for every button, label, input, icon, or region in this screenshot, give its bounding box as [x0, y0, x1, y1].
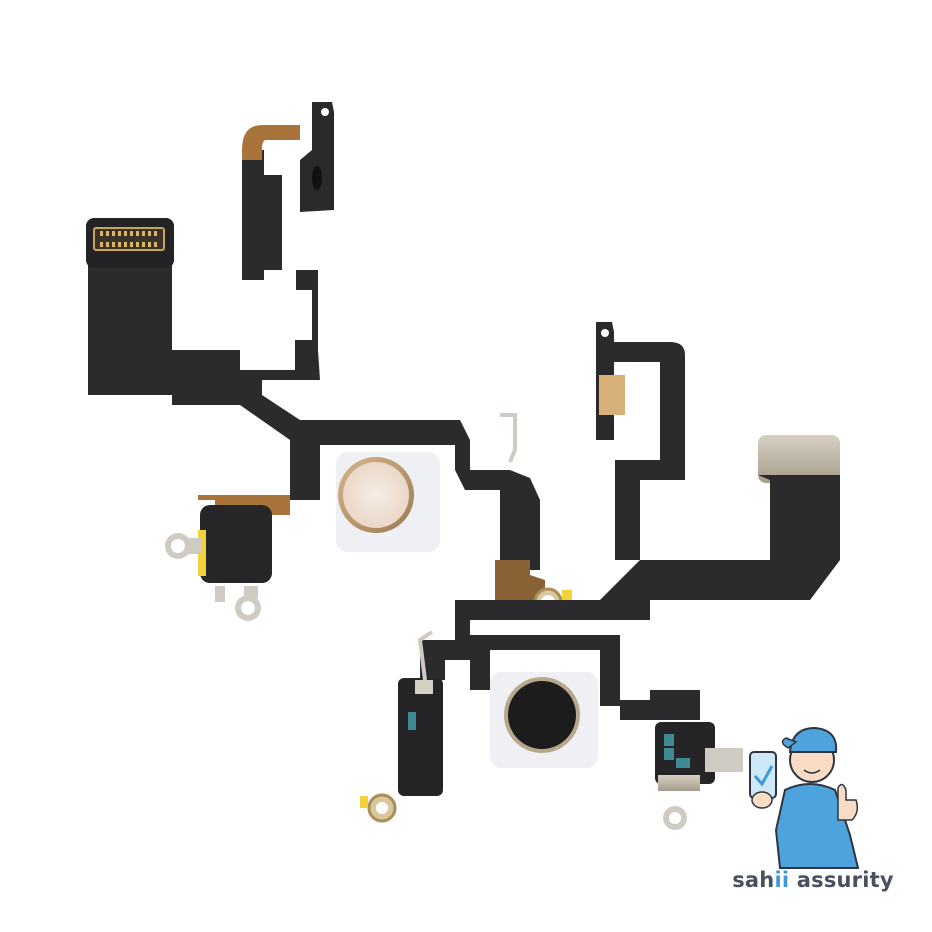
right-flex-ribbon-lower	[470, 635, 700, 720]
left-module-bracket-arm-2	[244, 586, 258, 598]
left-module-block	[200, 505, 272, 583]
right-left-board-shield	[415, 680, 433, 694]
left-tail-copper	[495, 560, 545, 610]
right-right-screw-hole	[669, 812, 681, 824]
mascot-cap-brim	[781, 737, 798, 749]
left-riser	[242, 150, 264, 280]
right-shield-ribbon	[420, 475, 840, 680]
right-flash-lens	[508, 681, 576, 749]
mascot-smile	[803, 769, 821, 774]
right-right-board-shield	[658, 775, 700, 791]
left-module-bracket-hole-1	[171, 539, 185, 553]
left-board-connector	[93, 227, 165, 251]
brand-word-assurity: assurity	[789, 868, 894, 892]
brand-mascot	[749, 726, 860, 869]
left-top-bracket-slot	[312, 166, 322, 190]
mascot-phone-checkmark-icon	[753, 765, 774, 787]
right-top-bracket-hole	[601, 329, 609, 337]
mascot-phone	[749, 751, 777, 799]
right-flex-ribbon-upper	[614, 342, 685, 560]
right-shield-pad	[758, 435, 840, 483]
mascot-thumbs-up	[837, 783, 859, 821]
flex-cable-right	[360, 322, 840, 830]
brand-word-ii: ii	[774, 868, 790, 892]
left-spring-clip	[500, 413, 517, 463]
left-tail-yellow-tape	[562, 590, 572, 604]
left-flash-lens	[343, 462, 409, 528]
right-left-spring-clip	[417, 630, 434, 681]
mascot-left-hand	[751, 791, 773, 809]
right-right-bracket	[705, 748, 743, 772]
left-top-bracket-hole	[321, 108, 329, 116]
left-flex-ribbon	[88, 175, 540, 570]
left-connector-pins	[100, 231, 157, 247]
right-mic-pad	[599, 375, 625, 415]
brand-logo: sahii assurity	[728, 868, 898, 892]
left-module-bracket-hole-2	[241, 601, 255, 615]
left-module-pin	[215, 586, 225, 602]
right-left-yellow-tape	[360, 796, 368, 808]
mascot-cap	[788, 726, 838, 753]
left-top-bracket	[300, 102, 334, 212]
right-left-board-capacitor	[408, 712, 416, 730]
brand-word-sah: sah	[732, 868, 775, 892]
flex-cable-left	[86, 102, 572, 621]
right-left-board	[398, 678, 443, 796]
left-copper-bend	[242, 125, 300, 160]
left-module-bracket-arm-1	[186, 538, 202, 554]
right-right-board-components	[664, 734, 690, 768]
right-left-screw-hole	[376, 802, 388, 814]
